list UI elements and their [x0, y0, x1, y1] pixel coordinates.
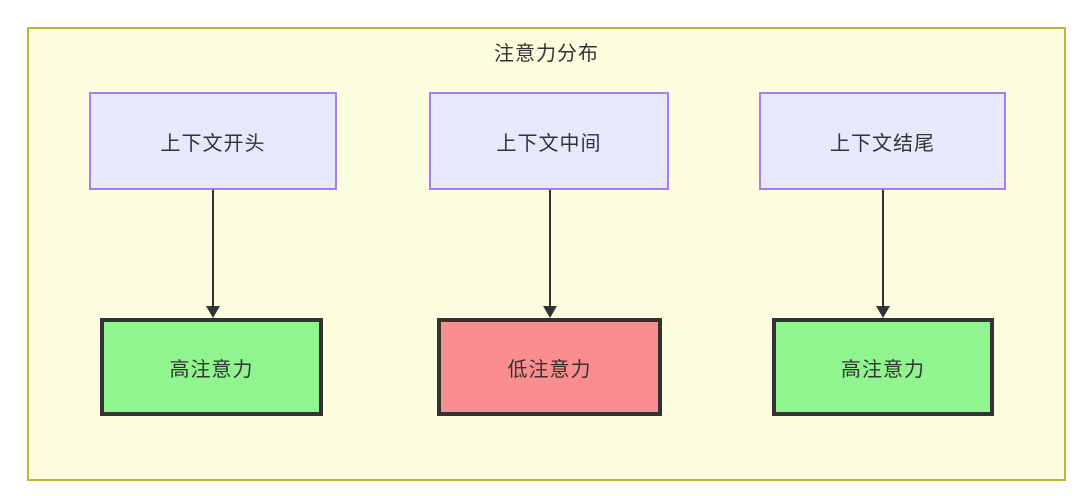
node-context-start[interactable]: 上下文开头 [89, 92, 337, 190]
node-attention-start[interactable]: 高注意力 [100, 318, 323, 416]
arrowhead-icon [543, 306, 557, 318]
arrowhead-icon [206, 306, 220, 318]
arrowhead-icon [876, 306, 890, 318]
node-context-middle[interactable]: 上下文中间 [429, 92, 669, 190]
node-attention-middle[interactable]: 低注意力 [437, 318, 662, 416]
edge-context-middle-to-attention [543, 190, 557, 318]
diagram-title: 注意力分布 [494, 43, 599, 65]
edge-line [549, 190, 551, 306]
edge-context-end-to-attention [876, 190, 890, 318]
node-context-end[interactable]: 上下文结尾 [759, 92, 1006, 190]
edge-line [212, 190, 214, 306]
edge-line [882, 190, 884, 306]
edge-context-start-to-attention [206, 190, 220, 318]
node-attention-end[interactable]: 高注意力 [772, 318, 994, 416]
